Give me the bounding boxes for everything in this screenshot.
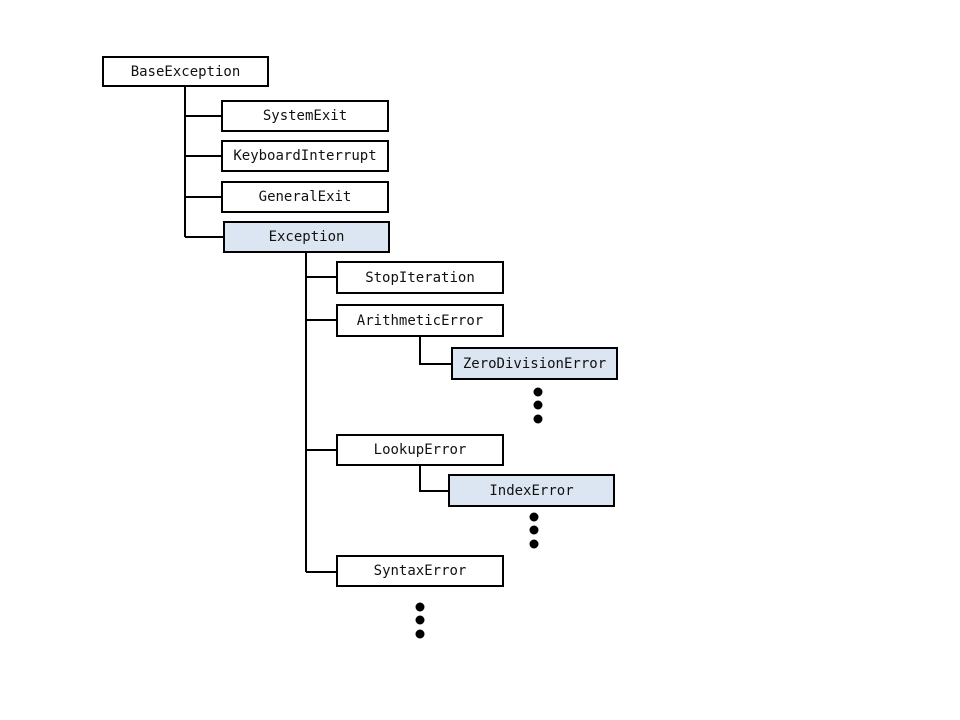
node-stopiteration: StopIteration	[336, 261, 504, 294]
ellipsis-dot	[415, 615, 425, 625]
node-exception: Exception	[223, 221, 390, 253]
ellipsis-dot	[529, 512, 539, 522]
node-lookuperror: LookupError	[336, 434, 504, 466]
node-systemexit: SystemExit	[221, 100, 389, 132]
node-syntaxerror: SyntaxError	[336, 555, 504, 587]
ellipsis-dot	[529, 525, 539, 535]
node-zerodivisionerror: ZeroDivisionError	[451, 347, 618, 380]
connector-indexerror	[419, 466, 448, 492]
ellipsis-dot	[415, 629, 425, 639]
ellipsis-dot	[415, 602, 425, 612]
node-arithmeticerror: ArithmeticError	[336, 304, 504, 337]
node-keyboardinterrupt: KeyboardInterrupt	[221, 140, 389, 172]
connector-lines	[184, 87, 451, 573]
node-generalexit: GeneralExit	[221, 181, 389, 213]
ellipsis-dot	[533, 387, 543, 397]
ellipsis-dot	[529, 539, 539, 549]
ellipsis-dot	[533, 400, 543, 410]
ellipsis-dot	[533, 414, 543, 424]
node-indexerror: IndexError	[448, 474, 615, 507]
ellipsis-dots	[415, 387, 543, 639]
connector-zerodivisionerror	[419, 336, 451, 365]
node-baseexception: BaseException	[102, 56, 269, 87]
